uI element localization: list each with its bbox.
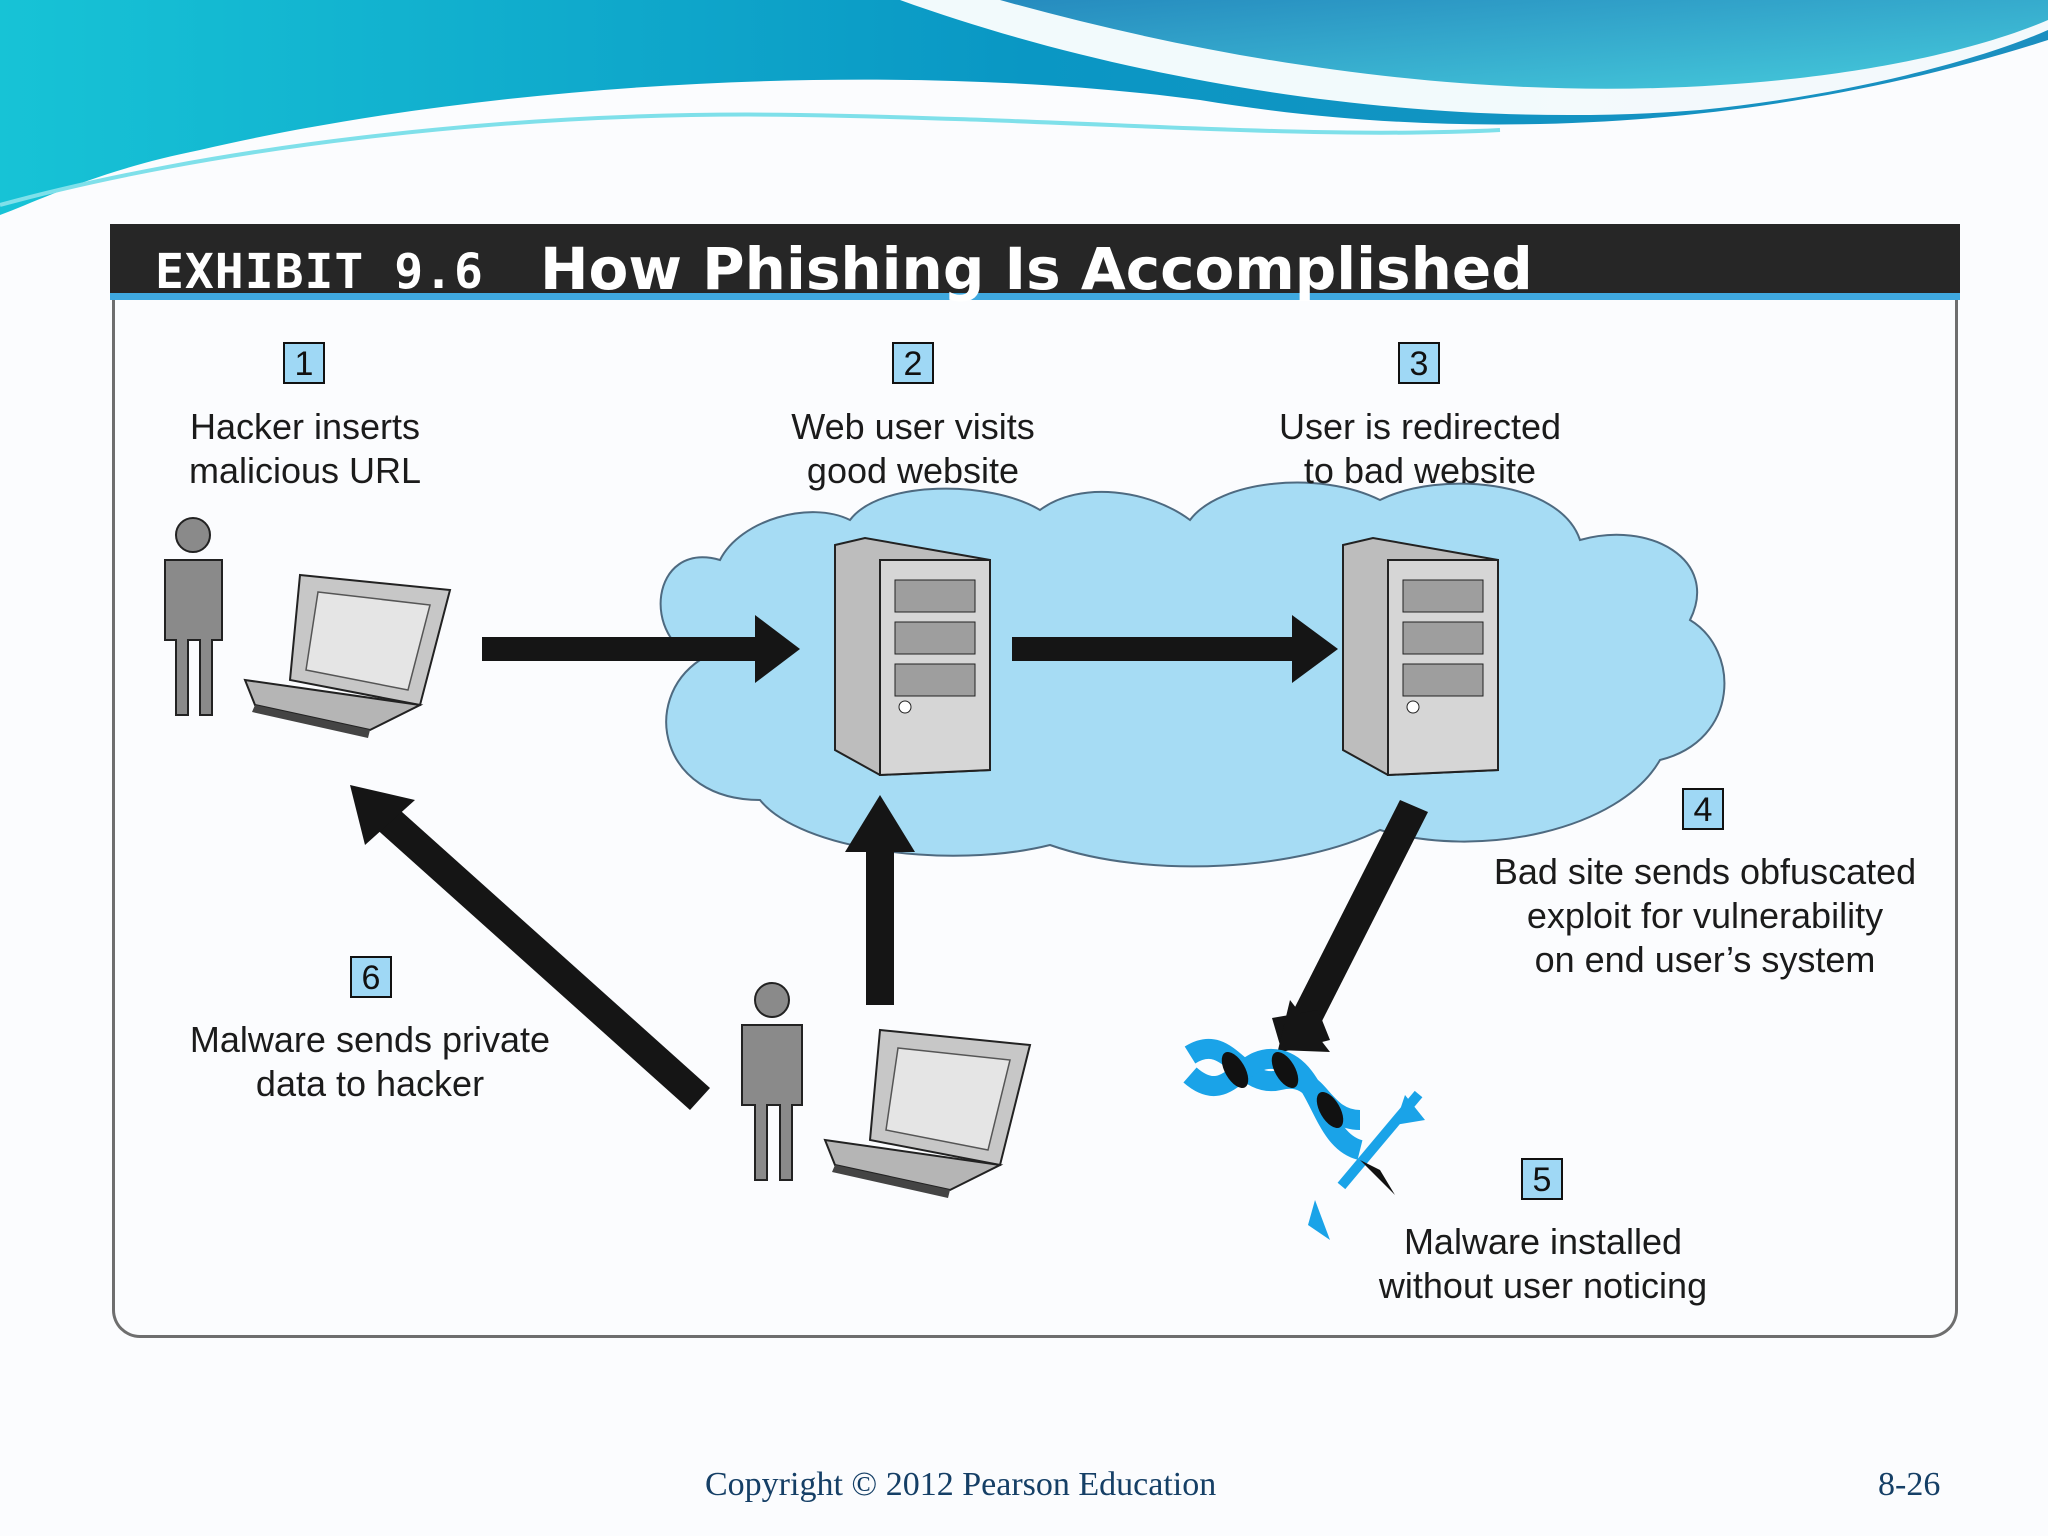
exhibit-header-bar bbox=[110, 224, 1960, 300]
hacker-laptop-icon bbox=[243, 573, 452, 738]
step-4-badge: 4 bbox=[1682, 788, 1724, 830]
step-5-label: Malware installed without user noticing bbox=[1378, 1221, 1708, 1306]
exhibit-number: EXHIBIT 9.6 bbox=[155, 244, 484, 300]
step-3-badge: 3 bbox=[1398, 342, 1440, 384]
end-user-laptop-icon bbox=[823, 1028, 1032, 1198]
end-user-person-icon bbox=[741, 982, 803, 1181]
step-6-label: Malware sends private data to hacker bbox=[189, 1019, 551, 1104]
step-4-label: Bad site sends obfuscated exploit for vu… bbox=[1493, 851, 1917, 980]
flow-arrows bbox=[350, 615, 1428, 1110]
page-number: 8-26 bbox=[1878, 1466, 1941, 1503]
hacker-person-icon bbox=[164, 517, 223, 716]
exhibit-panel-frame bbox=[112, 300, 1958, 1338]
exhibit-title: How Phishing Is Accomplished bbox=[540, 235, 1533, 303]
step-2-badge: 2 bbox=[892, 342, 934, 384]
good-website-server-icon bbox=[834, 536, 991, 777]
step-1-badge: 1 bbox=[283, 342, 325, 384]
footer-copyright: Copyright © 2012 Pearson Education bbox=[705, 1466, 1217, 1503]
header-swoosh bbox=[0, 0, 2048, 215]
step-5-badge: 5 bbox=[1521, 1158, 1563, 1200]
malware-helix-icon bbox=[1183, 1038, 1425, 1240]
step-2-label: Web user visits good website bbox=[791, 406, 1035, 491]
step-1-label: Hacker inserts malicious URL bbox=[188, 406, 422, 491]
step-3-label: User is redirected to bad website bbox=[1278, 406, 1562, 491]
bad-website-server-icon bbox=[1342, 536, 1499, 777]
step-6-badge: 6 bbox=[350, 956, 392, 998]
